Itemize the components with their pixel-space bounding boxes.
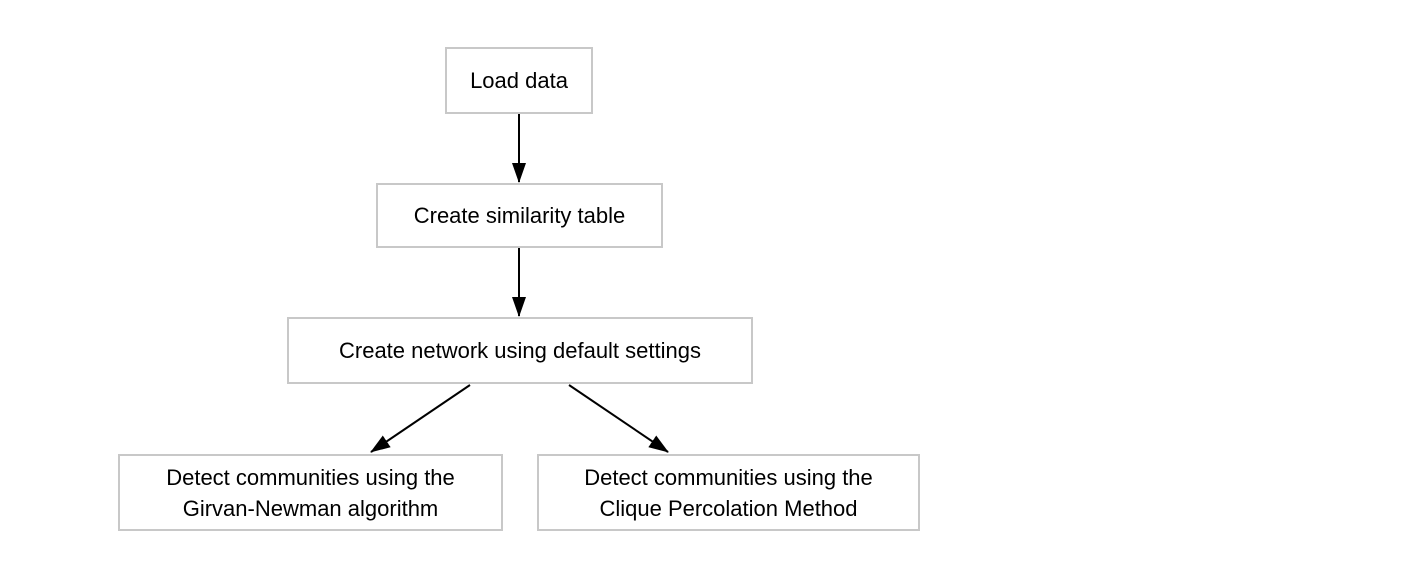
node-detect-girvan-newman: Detect communities using the Girvan-Newm…	[118, 454, 503, 531]
arrow-network-to-clique-percolation	[568, 384, 669, 453]
arrow-network-to-girvan-newman	[370, 384, 471, 453]
node-label-line-2: Girvan-Newman algorithm	[182, 495, 439, 521]
node-load-data: Load data	[445, 47, 593, 114]
node-label-line-1: Detect communities using the	[166, 464, 455, 490]
node-label-line-2: Clique Percolation Method	[599, 495, 858, 521]
node-label: Create similarity table	[413, 203, 626, 228]
node-create-network: Create network using default settings	[287, 317, 753, 384]
node-create-similarity-table: Create similarity table	[376, 183, 663, 248]
node-label: Load data	[470, 68, 568, 93]
node-label-line-1: Detect communities using the	[584, 464, 873, 490]
node-label: Create network using default settings	[339, 338, 701, 363]
node-detect-clique-percolation: Detect communities using the Clique Perc…	[537, 454, 920, 531]
